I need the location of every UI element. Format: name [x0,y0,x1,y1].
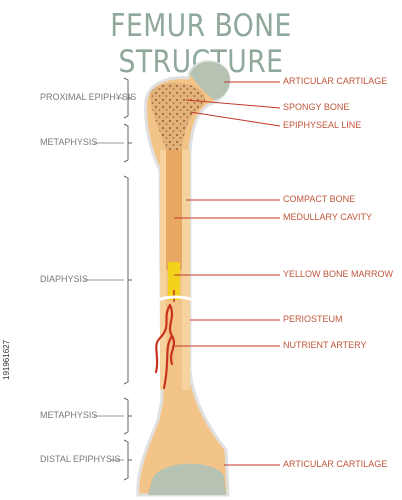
label-articular-cartilage-bottom: ARTICULAR CARTILAGE [283,459,388,469]
label-epiphyseal-line: EPIPHYSEAL LINE [283,120,362,130]
label-metaphysis-bottom: METAPHYSIS [40,410,98,420]
label-diaphysis: DIAPHYSIS [40,274,89,284]
right-leaders [172,81,281,466]
label-proximal-epiphysis: PROXIMAL EPIPHYSIS [40,92,137,102]
watermark-id: 191961627 [2,339,11,380]
label-articular-cartilage-top: ARTICULAR CARTILAGE [283,76,388,86]
yellow-bone-marrow-shape [168,262,180,300]
left-brackets [123,77,132,481]
spongy-bone-region [150,82,206,150]
label-distal-epiphysis: DISTAL EPIPHYSIS [40,454,121,464]
label-yellow-bone-marrow: YELLOW BONE MARROW [283,269,394,279]
articular-cartilage-bottom-shape [148,463,226,495]
label-medullary-cavity: MEDULLARY CAVITY [283,212,373,222]
compact-bone-wall-left [160,150,166,390]
label-compact-bone: COMPACT BONE [283,194,356,204]
label-metaphysis-top: METAPHYSIS [40,137,98,147]
nutrient-artery-shape [154,303,176,390]
medullary-cavity-shape [166,150,182,270]
label-nutrient-artery: NUTRIENT ARTERY [283,340,367,350]
articular-cartilage-top-shape [190,61,231,100]
periosteum-edge [157,295,195,302]
compact-bone-wall-right [182,150,190,390]
label-periosteum: PERIOSTEUM [283,314,343,324]
label-spongy-bone: SPONGY BONE [283,102,350,112]
left-leaders [84,97,124,461]
